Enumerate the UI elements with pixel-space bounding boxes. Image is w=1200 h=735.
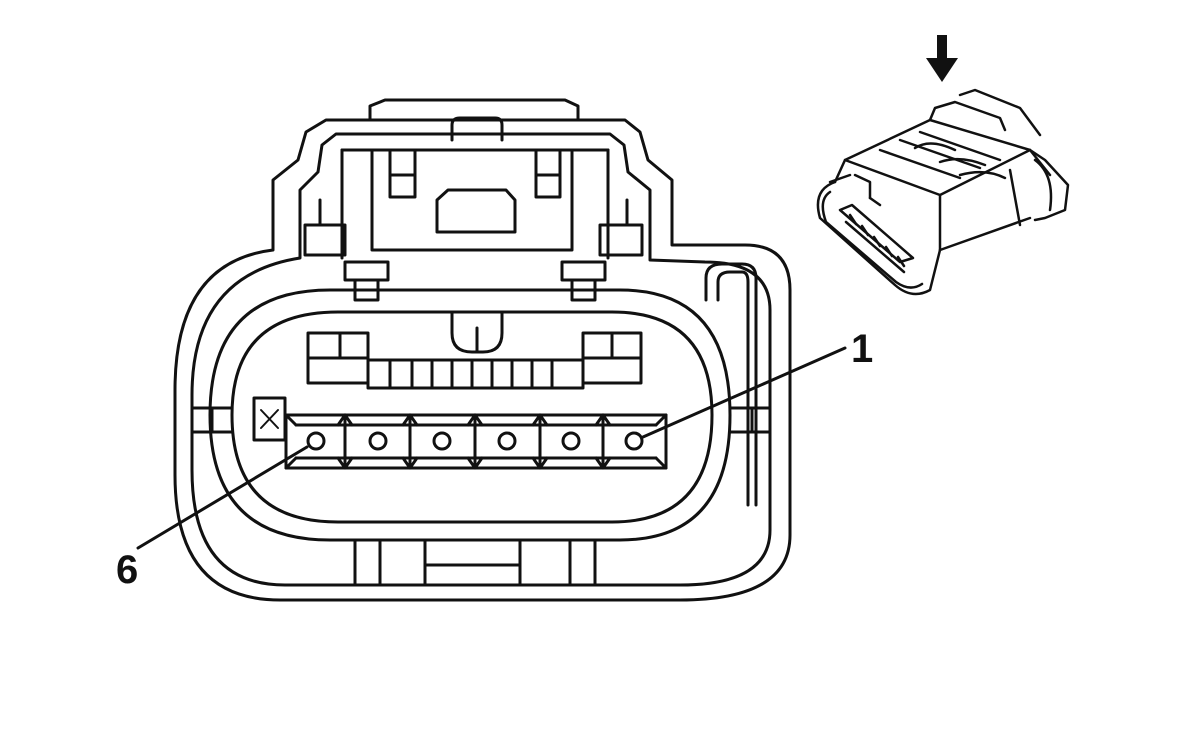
connector-isometric-view: [816, 88, 1070, 296]
pin-label-1: 1: [851, 327, 873, 371]
pin-4-hole: [432, 431, 452, 451]
pin-3-hole: [497, 431, 517, 451]
pin-2-hole: [561, 431, 581, 451]
pin-5-hole: [368, 431, 388, 451]
pin-6-hole: [306, 431, 326, 451]
connector-face: [208, 288, 732, 542]
cavity-marker: [252, 396, 287, 442]
terminal-row: [284, 413, 668, 470]
connector-housing: [173, 98, 792, 602]
leader-line-pin-1: [641, 346, 847, 439]
pin-label-6: 6: [116, 548, 138, 592]
pin-1-hole: [624, 431, 644, 451]
leader-line-pin-6: [136, 445, 309, 550]
view-direction-arrow: [926, 35, 958, 82]
